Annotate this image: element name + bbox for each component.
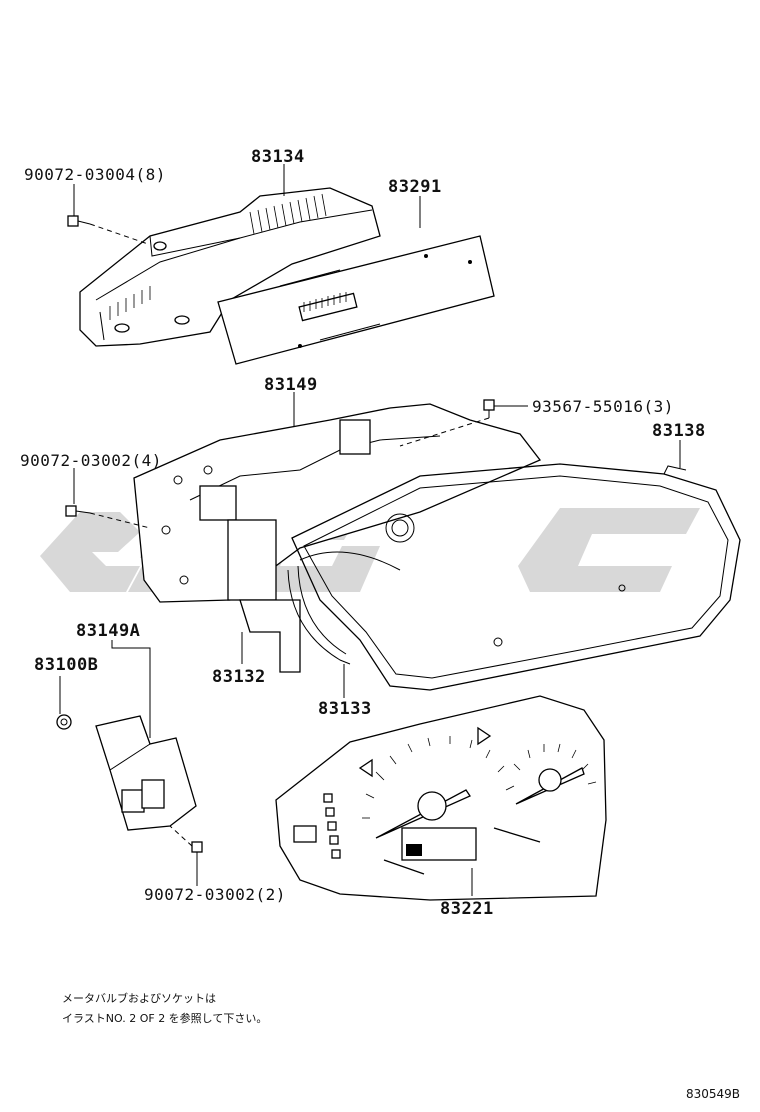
screw-93567-55016 [399,399,495,447]
part-83138-lens [291,463,741,691]
label-83221: 83221 [440,899,494,919]
label-83134: 83134 [251,147,305,167]
leader-lines [59,164,681,896]
note-line-2: イラストNO. 2 OF 2 を参照して下さい。 [62,1011,267,1025]
label-83133: 83133 [318,699,372,719]
part-83149-case [133,403,542,673]
label-90072-03002-4: 90072-03002(4) [20,451,162,470]
part-83221-gauge-face [275,695,607,901]
label-83149: 83149 [264,375,318,395]
screw-90072-03002-case [65,505,151,529]
label-83132: 83132 [212,667,266,687]
label-90072-03002-2: 90072-03002(2) [144,885,286,904]
figure-id: 830549B [686,1087,740,1101]
screw-90072-03004 [67,215,149,245]
label-83149A: 83149A [76,621,140,641]
label-93567-55016: 93567-55016(3) [532,397,674,416]
part-83149A-bracket [95,715,197,831]
part-83132-83133-rings [287,551,401,665]
label-83138: 83138 [652,421,706,441]
screw-90072-03002-bracket [169,825,203,876]
part-83134-housing [79,187,381,347]
label-90072-03004: 90072-03004(8) [24,165,166,184]
label-83291: 83291 [388,177,442,197]
part-83100B-socket [56,714,72,730]
note-line-1: メータバルブおよびソケットは [62,991,216,1005]
label-83100B: 83100B [34,655,98,675]
part-83291-circuit-board [217,235,495,365]
warning-lamps [323,793,341,859]
